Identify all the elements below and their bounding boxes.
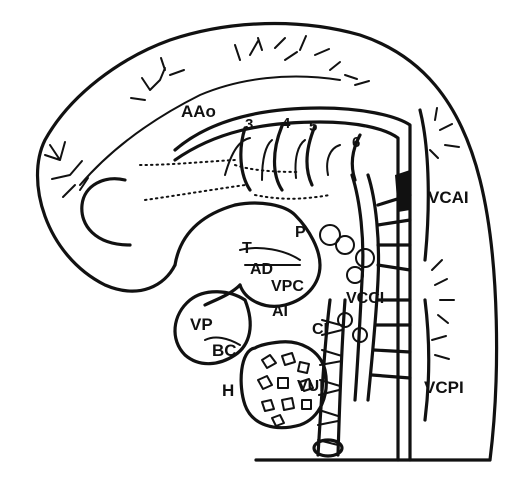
label-vcci: VCCI xyxy=(346,290,384,307)
cardinal-vein-inner xyxy=(368,175,379,400)
label-vp: VP xyxy=(190,315,213,334)
dotted-head-vessels xyxy=(140,160,330,200)
label-aao: AAo xyxy=(181,102,216,121)
label-arch-4: 4 xyxy=(282,115,291,132)
anterior-cardinal-vein xyxy=(420,110,428,260)
label-t: T xyxy=(242,240,252,257)
aortic-arch-4 xyxy=(275,126,283,190)
label-vpc: VPC xyxy=(271,278,304,295)
label-vcai: VCAI xyxy=(428,188,469,207)
label-arch-6: 6 xyxy=(352,134,360,151)
common-cardinal-vein xyxy=(352,175,363,400)
capillary-outer-arc xyxy=(80,76,340,185)
label-h: H xyxy=(222,381,234,400)
head-inner-contour xyxy=(82,179,235,265)
label-ai: AI xyxy=(272,303,288,320)
label-arch-3: 3 xyxy=(245,116,253,133)
label-p: P xyxy=(295,224,306,241)
label-vui: VUI xyxy=(297,378,324,395)
label-ci: CI xyxy=(312,321,328,338)
posterior-cardinal-vein xyxy=(425,300,429,420)
label-arch-5: 5 xyxy=(309,118,317,135)
label-vcpi: VCPI xyxy=(424,378,464,397)
label-bc: BC xyxy=(212,341,237,360)
label-ad: AD xyxy=(250,261,273,278)
